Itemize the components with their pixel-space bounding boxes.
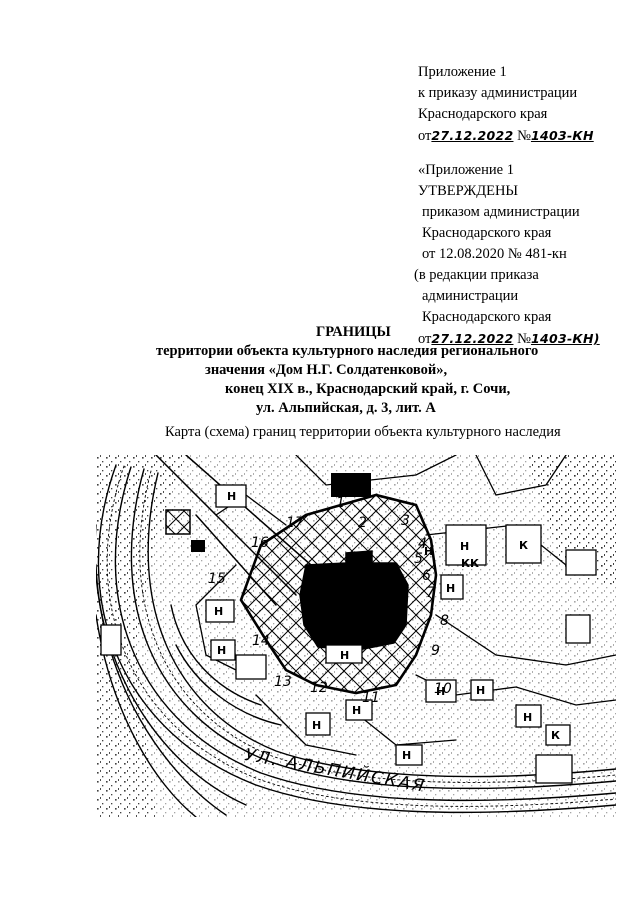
point-label: 14 <box>252 633 270 649</box>
point-label: 4 <box>418 536 427 552</box>
appendix-line: Краснодарского края <box>418 106 548 122</box>
point-label: 6 <box>422 568 431 584</box>
boundary-map: Н Н Н Н К КК Н Н Н К Н Н Н Н Н Н 1 2 3 4… <box>96 455 616 817</box>
building-mark: Н <box>523 711 532 724</box>
point-label: 16 <box>251 535 269 551</box>
from-prefix: от <box>418 331 432 347</box>
point-label: 2 <box>358 515 367 531</box>
appendix-block: Приложение 1 к приказу администрации Кра… <box>414 62 628 350</box>
handwritten-date: 27.12.2022 <box>431 128 514 143</box>
point-label: 12 <box>310 680 328 696</box>
point-label: 1 <box>336 495 345 511</box>
building-mark: Н <box>402 749 411 762</box>
point-label: 5 <box>414 551 423 567</box>
building-mark: КК <box>461 557 479 570</box>
number-sign: № <box>517 331 531 347</box>
title-line: конец XIX в., Краснодарский край, г. Соч… <box>225 381 511 397</box>
appendix-line: Приложение 1 <box>418 64 507 80</box>
point-label: 15 <box>208 571 226 587</box>
building-mark: Н <box>424 545 433 558</box>
appendix-line: к приказу администрации <box>418 85 578 101</box>
appendix-line: Краснодарского края <box>422 225 552 241</box>
handwritten-number: 1403-КН) <box>530 331 600 346</box>
point-label: 9 <box>431 643 440 659</box>
point-label: 17 <box>286 515 304 531</box>
boundary-points: 1 2 3 4 5 6 7 8 9 10 11 12 13 14 15 16 1… <box>208 495 452 706</box>
building-mark: Н <box>227 490 236 503</box>
number-sign: № <box>517 128 531 144</box>
title-line: значения «Дом Н.Г. Солдатенковой», <box>205 362 448 378</box>
point-label: 3 <box>401 513 410 529</box>
appendix-line: администрации <box>422 288 519 304</box>
appendix-line: «Приложение 1 <box>418 162 514 178</box>
building-mark: Н <box>214 605 223 618</box>
point-label: 11 <box>362 690 380 706</box>
title-line: ул. Альпийская, д. 3, лит. А <box>256 400 436 416</box>
appendix-line: приказом администрации <box>422 204 580 220</box>
order-date-line: от27.12.2022 №1403-КН) <box>418 328 628 350</box>
building-mark: Н <box>312 719 321 732</box>
title-line: территории объекта культурного наследия … <box>156 343 539 359</box>
building-mark: Н <box>436 685 445 698</box>
building-mark: К <box>519 539 528 552</box>
document-title: ГРАНИЦЫ территории объекта культурного н… <box>80 323 639 418</box>
point-label: 7 <box>426 585 435 601</box>
appendix-line: Краснодарского края <box>422 309 552 325</box>
building-mark: Н <box>352 704 361 717</box>
appendix-line: (в редакции приказа <box>414 267 539 283</box>
title-heading: ГРАНИЦЫ <box>316 324 391 340</box>
building-mark: Н <box>340 649 349 662</box>
appendix-line: от 12.08.2020 № 481-кн <box>422 246 567 262</box>
appendix-line: УТВЕРЖДЕНЫ <box>418 183 519 199</box>
point-label: 8 <box>440 613 449 629</box>
map-caption: Карта (схема) границ территории объекта … <box>165 424 561 440</box>
handwritten-date: 27.12.2022 <box>431 331 514 346</box>
point-label: 13 <box>274 674 292 690</box>
building-mark: Н <box>446 582 455 595</box>
point-label: 10 <box>434 681 452 697</box>
map-svg: Н Н Н Н К КК Н Н Н К Н Н Н Н Н Н 1 2 3 4… <box>96 455 616 817</box>
building-marks: Н Н Н Н К КК Н Н Н К Н Н Н Н Н Н <box>214 490 560 762</box>
building-mark: К <box>551 729 560 742</box>
building-mark: Н <box>460 540 469 553</box>
from-prefix: от <box>418 128 432 144</box>
handwritten-number: 1403-КН <box>530 128 594 143</box>
building-mark: Н <box>217 644 226 657</box>
order-date-line: от27.12.2022 №1403-КН <box>418 125 628 147</box>
building-mark: Н <box>476 684 485 697</box>
